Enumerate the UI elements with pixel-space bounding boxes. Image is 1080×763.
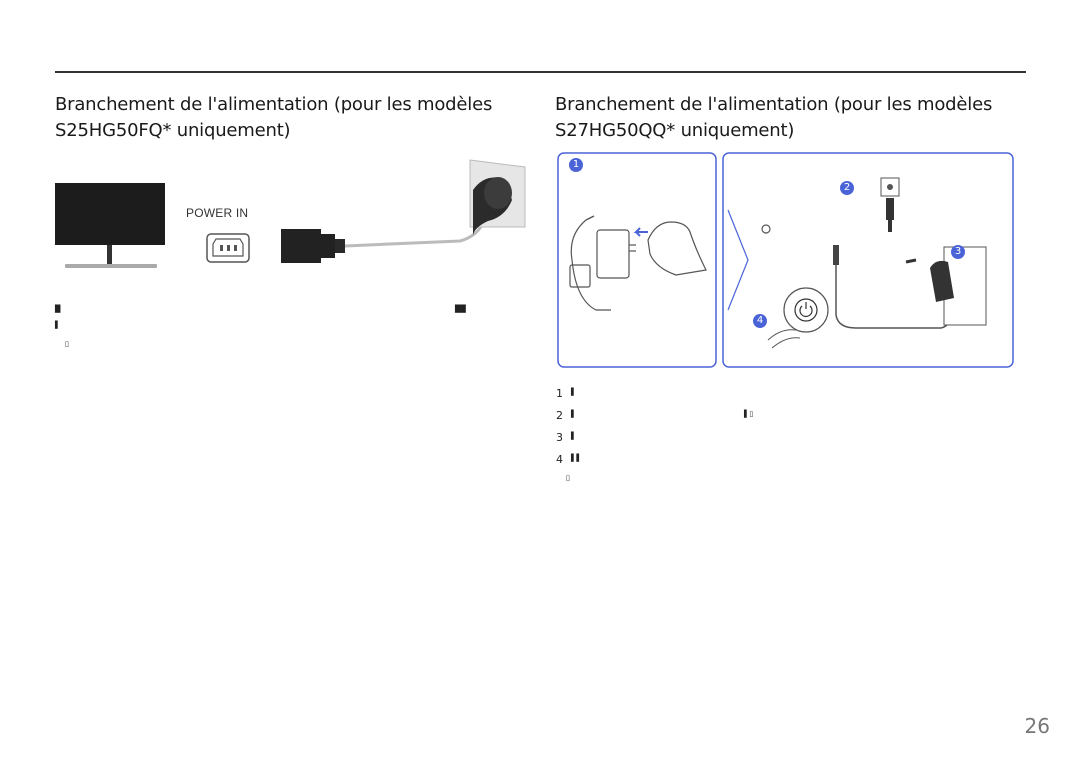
step-number: 1 [556,387,563,400]
step-badge-4: 4 [753,314,767,328]
right-power-illustration [557,152,1014,368]
left-text-line1: █ [55,305,61,313]
dc-port-icon [761,224,771,234]
flow-arrow-icon [727,209,749,311]
left-power-illustration [55,159,526,268]
right-note: ▯ [566,474,570,482]
power-cable [344,224,484,248]
page-number: 26 [1024,714,1050,738]
power-button-icon [767,287,829,349]
step-number: 3 [556,431,563,444]
left-title-line1: Branchement de l'alimentation (pour les … [55,94,493,115]
hand-icon [647,221,707,276]
power-adapter-icon [569,215,636,311]
left-section-title: Branchement de l'alimentation (pour les … [55,92,492,144]
top-rule [55,71,1026,73]
left-note: ▯ [65,340,69,348]
dc-plug-icon [880,177,900,232]
step-badge-3: 3 [951,245,965,259]
monitor-icon [55,183,165,268]
step-badge-1: 1 [569,158,583,172]
step-text: ▌ [571,388,577,396]
step-badge-2: 2 [840,181,854,195]
step-text: ▌▌ [571,454,582,462]
wall-adapter-icon [905,246,987,326]
wall-outlet-icon [469,159,526,235]
step-text-extra: ▌▯ [744,410,754,418]
left-title-line2: S25HG50FQ* uniquement) [55,120,291,141]
insert-arrow-icon [633,227,648,237]
right-title-line2: S27HG50QQ* uniquement) [555,120,795,141]
step-text: ▌ [571,410,577,418]
step1-panel [557,152,717,368]
right-title-line1: Branchement de l'alimentation (pour les … [555,94,993,115]
power-in-label: POWER IN [186,206,249,220]
power-connector-icon [281,229,345,263]
right-section-title: Branchement de l'alimentation (pour les … [555,92,992,144]
step-text: ▌ [571,432,577,440]
power-in-port-icon [206,233,250,263]
step-number: 2 [556,409,563,422]
step-number: 4 [556,453,563,466]
left-text-line2: ▌ [55,321,61,329]
left-text-line1-end: ██ [455,305,466,313]
